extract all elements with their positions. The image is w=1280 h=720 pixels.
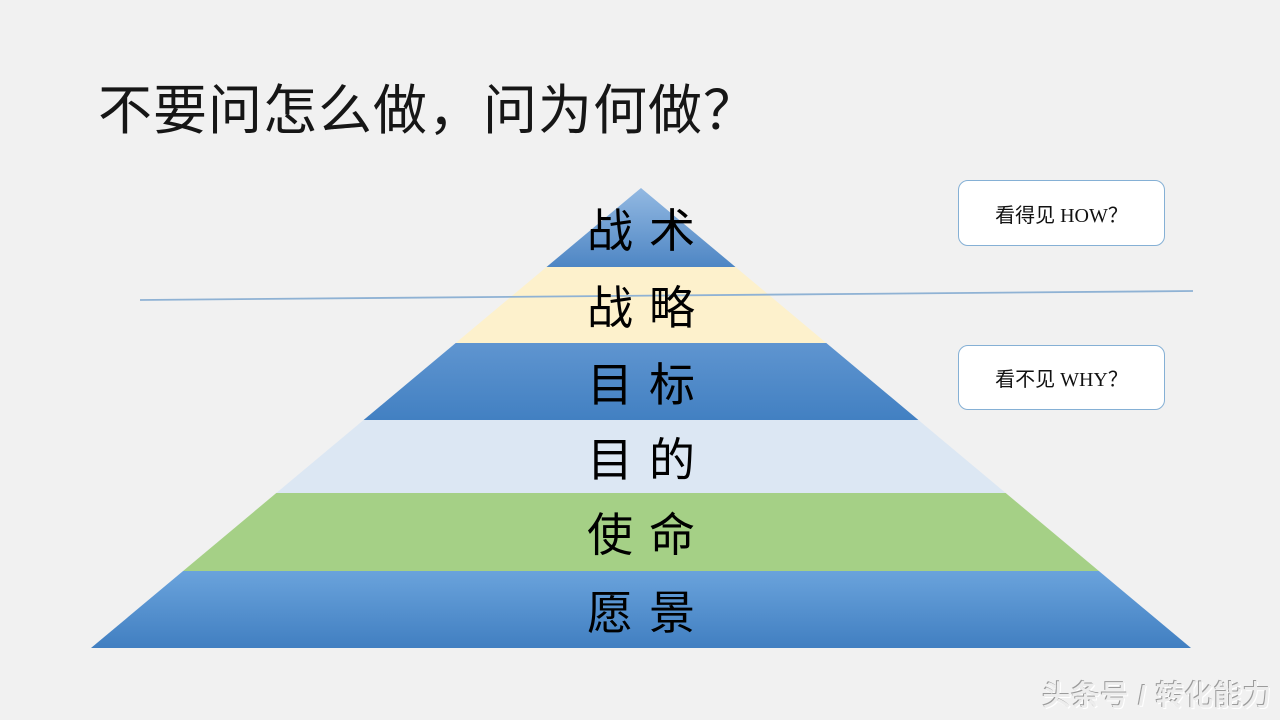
watermark: 头条号 / 转化能力: [1042, 680, 1272, 711]
pyramid-diagram: 战术 战略 目标 目的 使命 愿景: [91, 188, 1191, 648]
callout-how: 看得见 HOW？: [958, 180, 1165, 246]
pyramid-layer-vision: [91, 571, 1191, 648]
divider-line-stroke: [139, 290, 1194, 301]
slide-title: 不要问怎么做，问为何做？: [98, 81, 758, 141]
callout-why: 看不见 WHY？: [958, 345, 1165, 410]
pyramid-label-strategy: 战略: [587, 283, 711, 334]
callout-why-text: 看不见 WHY？: [995, 369, 1128, 391]
pyramid-label-mission: 使命: [587, 510, 711, 561]
pyramid-label-purpose: 目的: [587, 434, 711, 486]
pyramid-label-vision: 愿景: [587, 587, 711, 639]
pyramid-layer-mission: [183, 493, 1099, 571]
pyramid-label-goal: 目标: [587, 359, 711, 411]
pyramid-layer-purpose: [276, 420, 1006, 493]
callout-how-text: 看得见 HOW？: [995, 204, 1128, 227]
pyramid-label-tactics: 战术: [587, 205, 711, 257]
pyramid-layer-goal: [363, 343, 919, 420]
